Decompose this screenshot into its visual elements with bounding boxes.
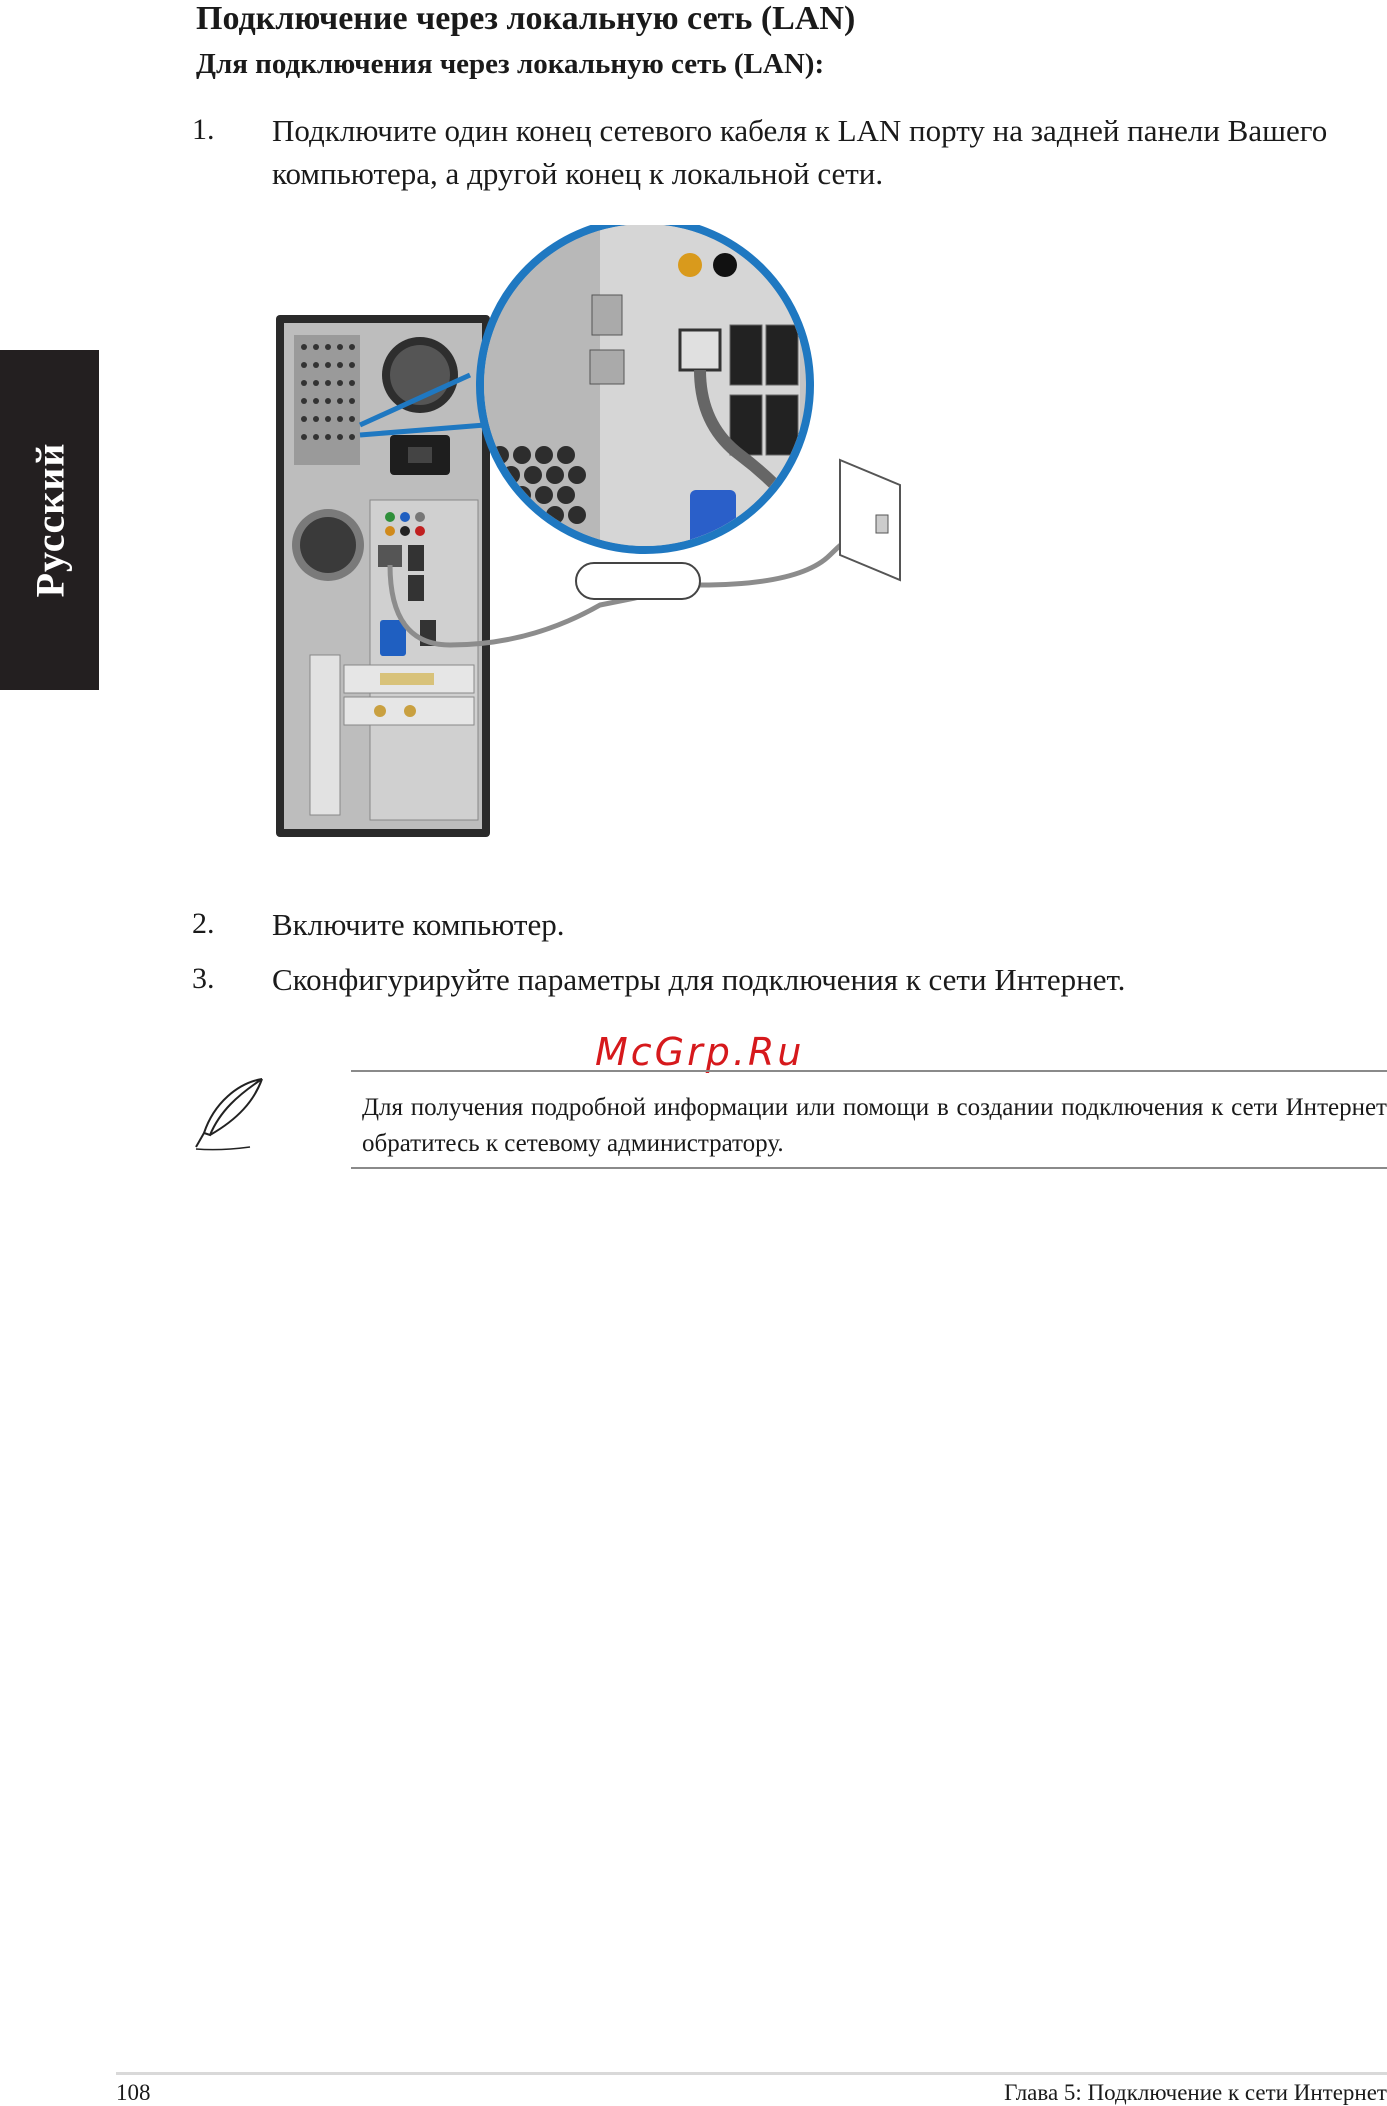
feather-pen-icon	[195, 1078, 263, 1151]
step-1-line-2: компьютера, а другой конец к локальной с…	[272, 156, 884, 191]
page-number: 108	[116, 2080, 151, 2105]
step-2-line-1: Включите компьютер.	[272, 907, 565, 942]
callout-line-bottom	[359, 422, 486, 438]
step-3-number: 3.	[192, 962, 215, 995]
language-tab-label: Русский	[27, 442, 72, 598]
language-side-tab: Русский	[0, 350, 99, 690]
note-top-rule	[351, 1070, 1387, 1072]
watermark: McGrp.Ru	[595, 1030, 805, 1074]
note-bottom-rule	[351, 1167, 1387, 1169]
wall-lan-socket	[839, 458, 901, 582]
pc-rear-lan-connection-illustration	[276, 225, 901, 837]
lan-port-small	[378, 545, 402, 567]
step-3-line-1: Сконфигурируйте параметры для подключени…	[272, 962, 1126, 997]
footer-rule	[116, 2072, 1387, 2075]
step-1-number: 1.	[192, 113, 215, 146]
step-2-number: 2.	[192, 907, 215, 940]
section-heading: Подключение через локальную сеть (LAN)	[196, 0, 856, 37]
step-3-text: Сконфигурируйте параметры для подключени…	[272, 958, 1125, 1001]
callout-line-top	[358, 372, 472, 428]
chapter-title: Глава 5: Подключение к сети Интернет	[1004, 2080, 1387, 2105]
step-2-text: Включите компьютер.	[272, 903, 564, 946]
section-subheading: Для подключения через локальную сеть (LA…	[196, 48, 825, 80]
note-text: Для получения подробной информации или п…	[362, 1094, 1387, 1157]
cable-label-bubble	[575, 562, 701, 600]
step-1-text: Подключите один конец сетевого кабеля к …	[272, 109, 1327, 195]
lan-port-zoomed	[678, 328, 722, 372]
step-1-line-1: Подключите один конец сетевого кабеля к …	[272, 113, 1328, 148]
lan-cable	[387, 512, 891, 648]
